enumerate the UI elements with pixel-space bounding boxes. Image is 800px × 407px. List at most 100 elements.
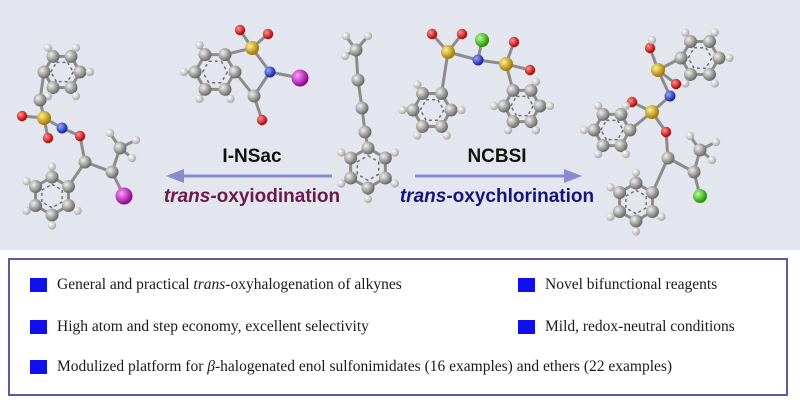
left-reagent-label: I-NSac: [222, 146, 282, 167]
carbon-atom: [355, 101, 369, 115]
hydrogen-atom: [606, 183, 615, 192]
carbon-atom: [506, 83, 520, 97]
aromatic-bond: [419, 99, 427, 111]
hydrogen-atom: [71, 43, 81, 53]
hydrogen-atom: [657, 212, 666, 221]
aromatic-bond: [437, 99, 445, 111]
aromatic-bond: [616, 119, 624, 131]
aromatic-bond: [201, 60, 210, 73]
left-reaction-prefix: trans: [164, 186, 210, 207]
oxygen-atom: [234, 24, 246, 36]
carbon-atom: [614, 107, 628, 121]
aromatic-bond: [51, 183, 63, 191]
aromatic-bond: [625, 189, 637, 197]
aromatic-bond: [705, 47, 713, 59]
hydrogen-atom: [47, 162, 57, 171]
right-reaction-label: trans-oxychlorination: [400, 186, 594, 207]
sulfur-atom: [499, 57, 513, 71]
hydrogen-atom: [336, 179, 346, 188]
hydrogen-atom: [531, 125, 541, 135]
carbon-atom: [228, 65, 242, 79]
oxygen-atom: [670, 78, 682, 90]
hydrogen-atom: [131, 135, 141, 145]
hydrogen-atom: [711, 137, 721, 147]
carbon-atom: [645, 205, 659, 218]
carbon-atom: [198, 82, 212, 96]
hydrogen-atom: [363, 194, 373, 204]
hydrogen-atom: [710, 28, 719, 37]
carbon-atom: [351, 73, 365, 87]
hydrogen-atom: [621, 101, 631, 111]
hydrogen-atom: [340, 51, 350, 61]
carbon-atom: [684, 35, 697, 49]
hydrogen-atom: [22, 206, 31, 215]
hydrogen-atom: [47, 221, 57, 230]
carbon-atom: [64, 49, 78, 63]
aromatic-bond: [526, 95, 534, 107]
alkyne-substrate-molecule: [336, 31, 400, 204]
carbon-atom: [524, 83, 538, 97]
hydrogen-atom: [179, 67, 189, 77]
carbon-atom: [416, 87, 429, 101]
bullet-square-icon: [30, 278, 47, 292]
oxygen-atom: [256, 114, 268, 126]
carbon-atom: [596, 139, 610, 153]
hydrogen-atom: [579, 125, 589, 135]
carbon-atom: [629, 214, 643, 228]
hydrogen-atom: [22, 177, 31, 186]
carbon-atom: [198, 48, 212, 62]
left-reaction-arrow: [166, 169, 332, 183]
hydrogen-atom: [85, 67, 95, 77]
carbon-atom: [46, 49, 60, 63]
carbon-atom: [613, 186, 627, 199]
reaction-scheme-graphic: I-NSac trans-oxyiodination NCBSI trans-o…: [16, 24, 734, 236]
carbon-atom: [533, 99, 547, 113]
hydrogen-atom: [725, 53, 734, 63]
hydrogen-atom: [71, 91, 81, 101]
hydrogen-atom: [195, 40, 204, 50]
carbon-atom: [703, 35, 716, 49]
aromatic-bond: [635, 207, 647, 215]
carbon-atom: [506, 115, 520, 129]
aromatic-bond: [51, 201, 63, 209]
aromatic-bond: [600, 119, 608, 131]
hydrogen-atom: [226, 94, 235, 104]
carbon-atom: [684, 67, 697, 81]
carbon-atom: [645, 186, 659, 199]
sulfur-atom: [245, 41, 259, 55]
aromatic-bond: [356, 154, 369, 163]
hydrogen-atom: [127, 153, 137, 163]
hydrogen-atom: [73, 206, 82, 215]
carbon-atom: [524, 115, 538, 129]
carbon-atom: [78, 155, 92, 169]
aromatic-bond: [510, 95, 518, 107]
carbon-atom: [361, 141, 375, 155]
hydrogen-atom: [195, 94, 204, 104]
hydrogen-atom: [681, 28, 690, 37]
bullet-square-icon: [30, 320, 47, 334]
hydrogen-atom: [545, 101, 555, 111]
aromatic-bond: [41, 201, 53, 209]
iodine-atom: [115, 187, 133, 205]
oxygen-atom: [74, 130, 86, 142]
sulfur-atom: [441, 45, 455, 59]
nitrogen-atom: [264, 66, 276, 78]
aromatic-bond: [510, 105, 518, 117]
aromatic-bond: [50, 61, 58, 73]
aromatic-bond: [367, 154, 380, 163]
carbon-atom: [218, 82, 232, 96]
oxygen-atom: [262, 28, 274, 40]
aromatic-bond: [616, 129, 624, 141]
product-chloro-molecule: [579, 28, 734, 236]
bullet-square-icon: [30, 360, 47, 374]
right-reagent-label: NCBSI: [467, 146, 526, 167]
aromatic-bond: [687, 47, 695, 59]
hydrogen-atom: [681, 79, 690, 88]
carbon-atom: [687, 165, 701, 179]
right-reaction-prefix: trans: [400, 186, 446, 207]
carbon-atom: [188, 65, 202, 79]
oxygen-atom: [16, 110, 28, 122]
hydrogen-atom: [413, 131, 422, 140]
hydrogen-atom: [621, 149, 631, 159]
carbon-atom: [378, 151, 392, 165]
